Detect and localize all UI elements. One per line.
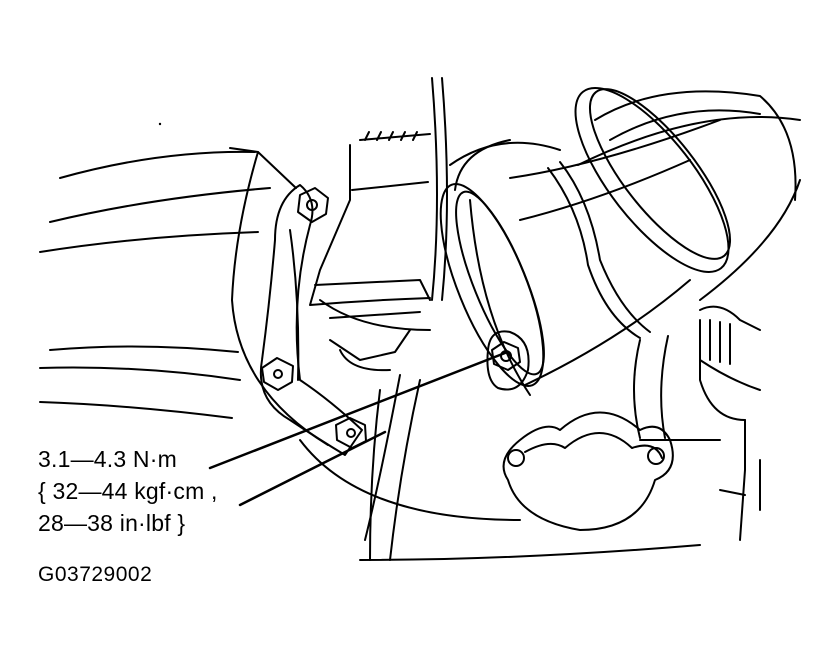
clamp-screw-bolt <box>487 331 528 389</box>
mounting-flange <box>261 185 410 455</box>
torque-inlbf-value: 28—38 in·lbf } <box>38 510 186 536</box>
hose-bellows <box>510 91 800 385</box>
right-component <box>700 307 760 540</box>
intake-body <box>300 78 700 560</box>
torque-leader-lines <box>210 353 505 505</box>
figure-id: G03729002 <box>38 563 153 586</box>
bolt-lower-flange <box>262 358 293 390</box>
bolt-upper-flange <box>298 188 328 222</box>
hose-end-ring <box>420 140 564 398</box>
torque-kgfcm-value: { 32—44 kgf·cm , <box>38 478 218 504</box>
speck-dot <box>158 122 162 126</box>
oval-mounting-plate <box>504 413 720 531</box>
torque-specification-callout: 3.1—4.3 N·m { 32—44 kgf·cm , 28—38 in·lb… <box>38 443 218 539</box>
torque-nm-value: 3.1—4.3 N·m <box>38 446 177 472</box>
background-contours <box>40 148 328 445</box>
